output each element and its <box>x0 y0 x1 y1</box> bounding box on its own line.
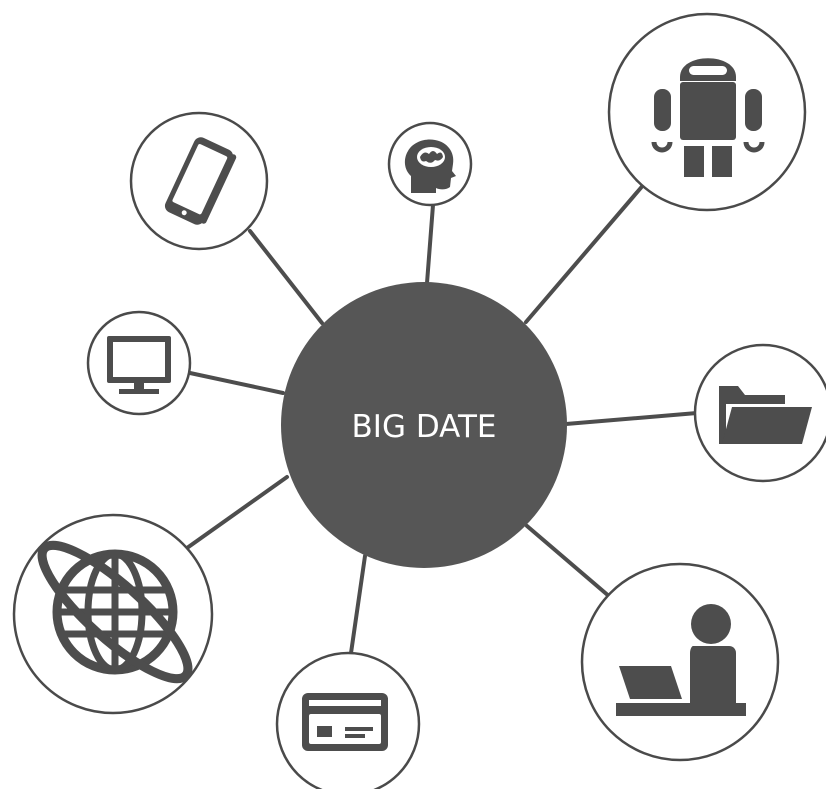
node-folder <box>693 343 826 483</box>
credit-card-icon <box>302 693 388 751</box>
person-laptop-icon <box>616 604 746 716</box>
hub: BIG DATE <box>281 282 567 568</box>
connector-robot <box>524 181 647 324</box>
connector-globe <box>185 475 289 550</box>
node-globe <box>12 513 214 715</box>
connector-monitor <box>188 371 285 395</box>
folder-icon <box>719 386 812 444</box>
node-person <box>580 562 780 762</box>
brain-head-icon <box>404 139 456 193</box>
connector-person <box>525 524 612 599</box>
connector-card <box>348 554 367 662</box>
node-brain <box>387 121 473 207</box>
monitor-icon <box>107 336 171 394</box>
node-tablet <box>129 111 269 251</box>
robot-icon <box>651 58 765 177</box>
globe-icon <box>37 540 193 684</box>
connectors <box>185 181 699 662</box>
hub-label: BIG DATE <box>352 409 497 445</box>
connector-folder <box>564 411 699 426</box>
hub-circle <box>281 282 567 568</box>
node-card <box>275 651 421 789</box>
connector-brain <box>425 203 435 285</box>
tablet-icon <box>164 137 237 225</box>
node-monitor <box>86 310 192 416</box>
connector-tablet <box>248 229 324 325</box>
node-robot <box>607 12 807 212</box>
